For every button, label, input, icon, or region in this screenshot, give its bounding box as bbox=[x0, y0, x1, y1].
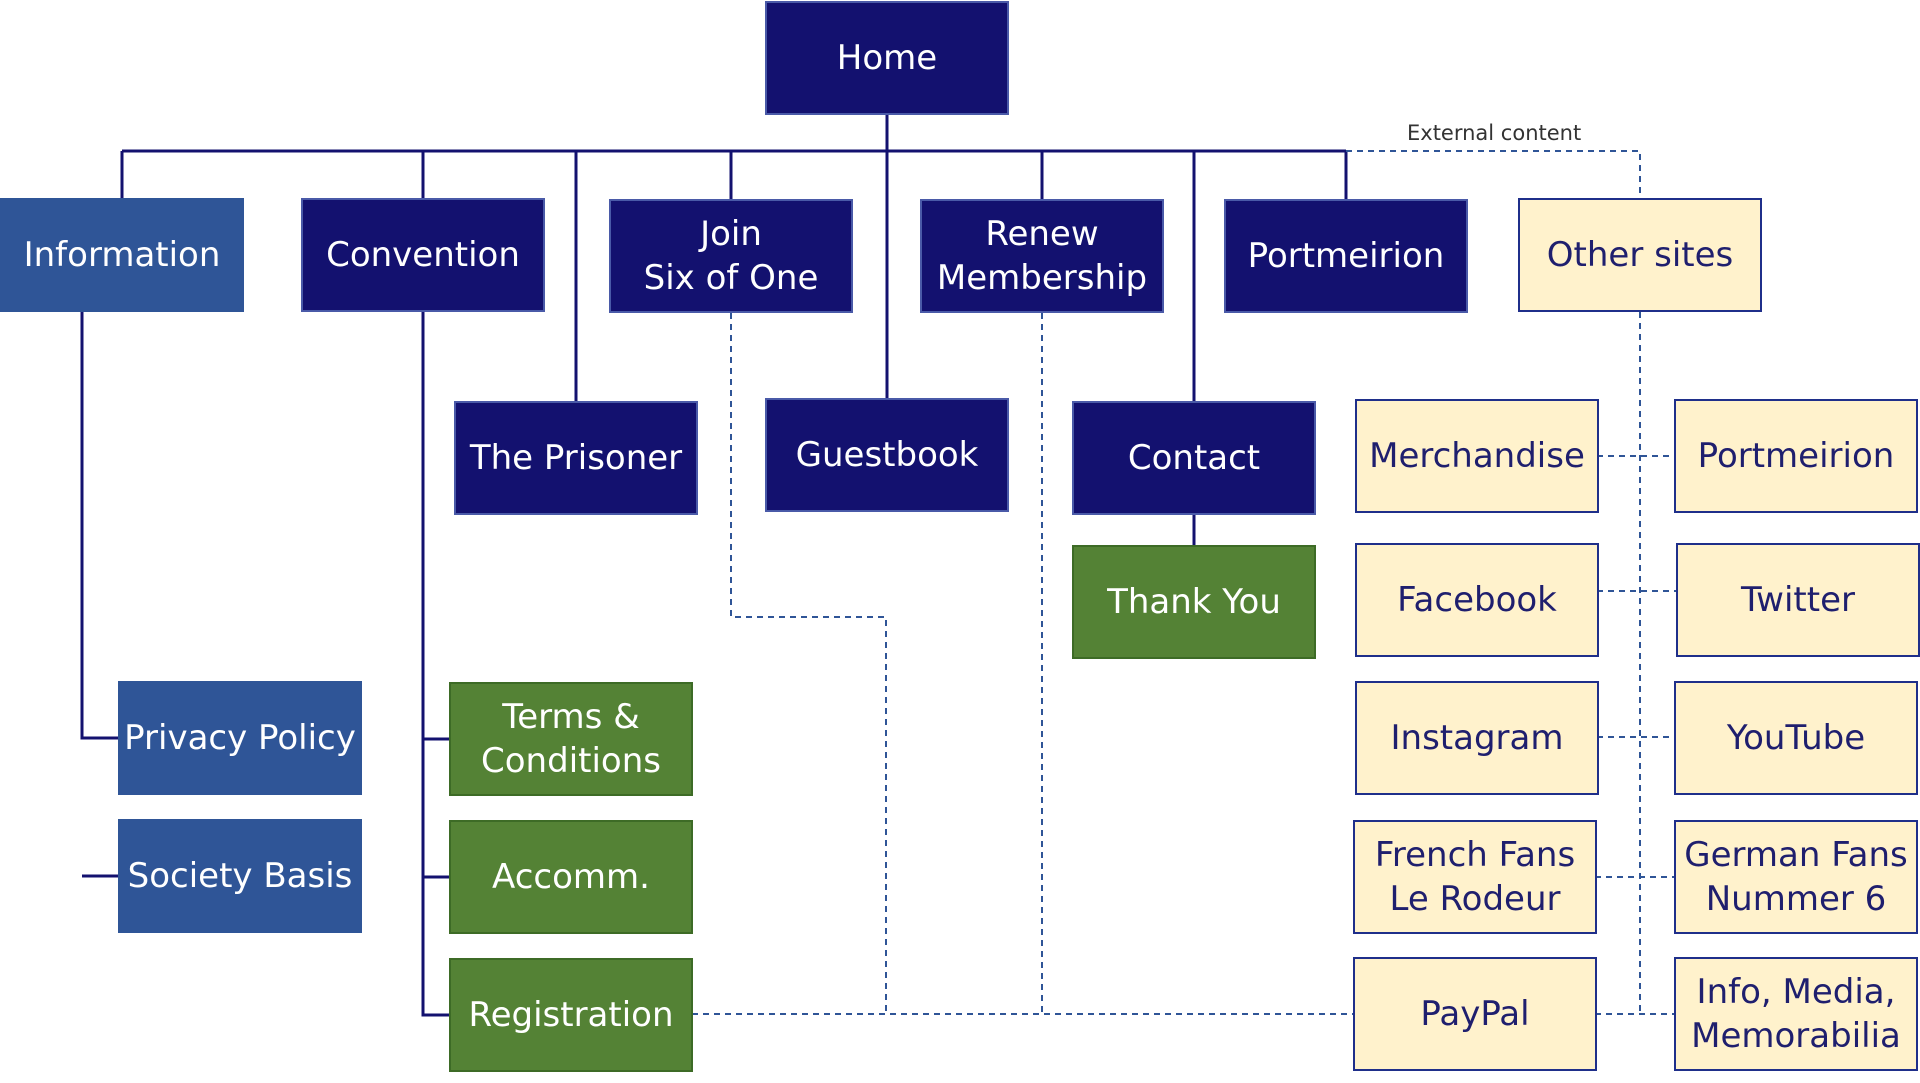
facebook-node: Facebook bbox=[1355, 543, 1599, 657]
portmeirion-main-node: Portmeirion bbox=[1224, 199, 1468, 313]
privacy-policy-node: Privacy Policy bbox=[118, 681, 362, 795]
terms-conditions-node: Terms & Conditions bbox=[449, 682, 693, 796]
connector-registration bbox=[421, 312, 449, 1017]
instagram-node: Instagram bbox=[1355, 681, 1599, 795]
external-content-label: External content bbox=[1407, 121, 1582, 145]
dashed-connectors bbox=[692, 150, 1677, 1015]
portmeirion-external-node: Portmeirion bbox=[1674, 399, 1918, 513]
thank-you-node: Thank You bbox=[1072, 545, 1316, 659]
german-fans-node: German Fans Nummer 6 bbox=[1674, 820, 1918, 934]
society-basis-node: Society Basis bbox=[118, 819, 362, 933]
paypal-node: PayPal bbox=[1353, 957, 1597, 1071]
info-media-memorabilia-node: Info, Media, Memorabilia bbox=[1674, 957, 1918, 1071]
join-six-of-one-node: Join Six of One bbox=[609, 199, 853, 313]
youtube-node: YouTube bbox=[1674, 681, 1918, 795]
other-sites-node: Other sites bbox=[1518, 198, 1762, 312]
solid-connectors bbox=[80, 115, 1348, 1017]
guestbook-node: Guestbook bbox=[765, 398, 1009, 512]
convention-node: Convention bbox=[301, 198, 545, 312]
connector-other-sites bbox=[1346, 150, 1641, 198]
registration-node: Registration bbox=[449, 958, 693, 1072]
contact-node: Contact bbox=[1072, 401, 1316, 515]
french-fans-node: French Fans Le Rodeur bbox=[1353, 820, 1597, 934]
home-node: Home bbox=[765, 1, 1009, 115]
the-prisoner-node: The Prisoner bbox=[454, 401, 698, 515]
merchandise-node: Merchandise bbox=[1355, 399, 1599, 513]
accomm-node: Accomm. bbox=[449, 820, 693, 934]
connector-privacy-policy bbox=[80, 312, 118, 740]
twitter-node: Twitter bbox=[1676, 543, 1920, 657]
renew-membership-node: Renew Membership bbox=[920, 199, 1164, 313]
information-node: Information bbox=[0, 198, 244, 312]
